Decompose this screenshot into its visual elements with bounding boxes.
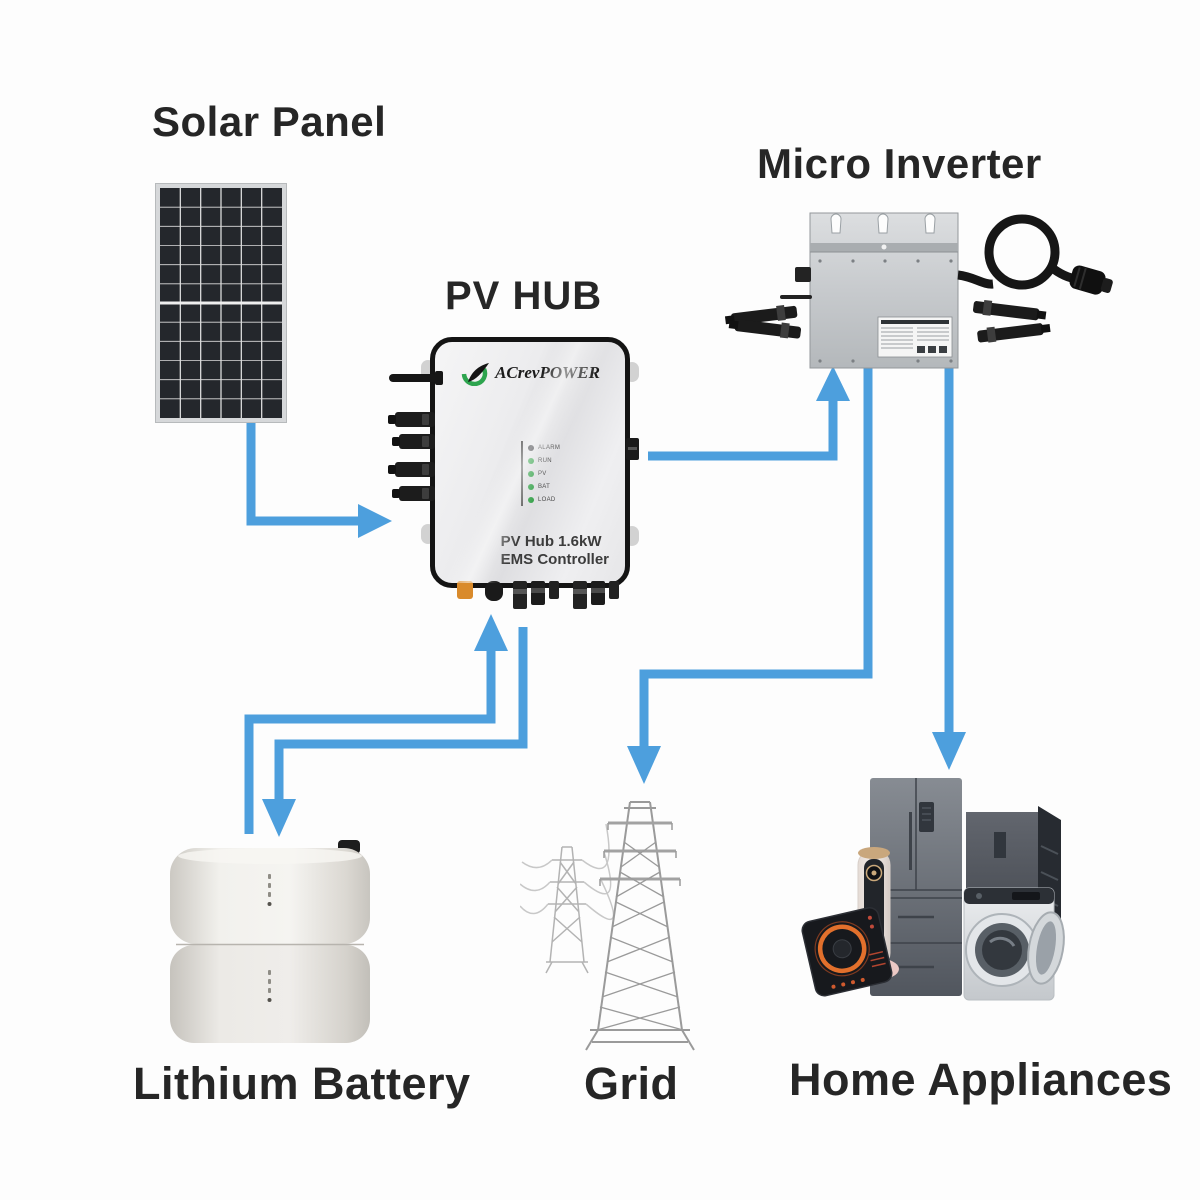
arrowhead-right-icon [358, 504, 392, 538]
induction-cooktop [801, 907, 893, 997]
side-port [626, 438, 639, 460]
mc4-connector [972, 299, 1051, 343]
led-indicator-panel: ALARM RUN PV BAT LOAD [521, 441, 560, 506]
brand-logo: ACrevPOWER [435, 360, 625, 386]
wifi-antenna [389, 371, 443, 385]
power-lines [520, 823, 615, 921]
led-indicator: ALARM [528, 441, 560, 454]
micro-inverter-device [725, 212, 1113, 369]
mc4-connector [388, 410, 437, 456]
model-text: PV Hub 1.6kW EMS Controller [500, 533, 609, 568]
spec-label [877, 316, 953, 358]
brand-name: ACrevPOWER [495, 363, 600, 382]
mc4-connector [725, 267, 812, 339]
label-solar-panel: Solar Panel [152, 98, 387, 145]
mc4-connector-group [513, 581, 559, 609]
label-lithium-battery: Lithium Battery [133, 1058, 471, 1109]
label-home-appliances: Home Appliances [789, 1054, 1173, 1105]
led-indicator: BAT [528, 480, 560, 493]
led-bat-icon [528, 483, 534, 490]
led-indicator: PV [528, 467, 560, 480]
round-connector [485, 581, 503, 601]
keyhole-mounts [830, 213, 936, 234]
led-pv-icon [528, 470, 534, 477]
arrowhead-down-icon [262, 799, 296, 837]
led-alarm-icon [528, 444, 534, 451]
washing-machine [963, 887, 1065, 1001]
solar-panel-image [155, 183, 287, 423]
led-load-icon [528, 496, 534, 503]
mc4-connector [388, 460, 437, 510]
washer-open-door [1027, 911, 1065, 985]
gland-connector [457, 581, 473, 599]
led-run-icon [528, 457, 534, 464]
label-grid: Grid [584, 1058, 679, 1109]
grid-towers-image [520, 801, 695, 1051]
arrowhead-down-icon [932, 732, 966, 770]
arrow-battery-to-hub [244, 650, 496, 834]
pv-hub-device: ACrevPOWER ALARM RUN PV BAT LOAD PV Hub … [388, 337, 639, 609]
label-micro-inverter: Micro Inverter [757, 140, 1042, 187]
lithium-battery-image [170, 840, 370, 1043]
led-indicator: LOAD [528, 493, 560, 506]
arrowhead-up-icon [816, 366, 850, 401]
led-indicator: RUN [528, 454, 560, 467]
acrev-logo-icon [461, 363, 490, 386]
arrowhead-down-icon [627, 746, 661, 784]
mc4-connector-group [573, 581, 619, 609]
arrow-hub-to-battery [274, 627, 528, 800]
arrow-hub-to-inverter [648, 400, 838, 461]
bottom-connectors [435, 581, 625, 611]
ac-plug-icon [1069, 265, 1113, 295]
transmission-tower-small [545, 846, 589, 974]
fridge [870, 778, 962, 996]
transmission-tower-large [585, 801, 695, 1051]
arrow-solar-to-hub [246, 418, 358, 526]
battery-status-leds [267, 874, 272, 1002]
power-cable-coil [957, 214, 1078, 290]
arrow-inverter-to-grid [639, 368, 873, 747]
home-appliances-image [801, 778, 1065, 1001]
arrowhead-up-icon [474, 614, 508, 651]
label-pv-hub: PV HUB [445, 274, 603, 318]
